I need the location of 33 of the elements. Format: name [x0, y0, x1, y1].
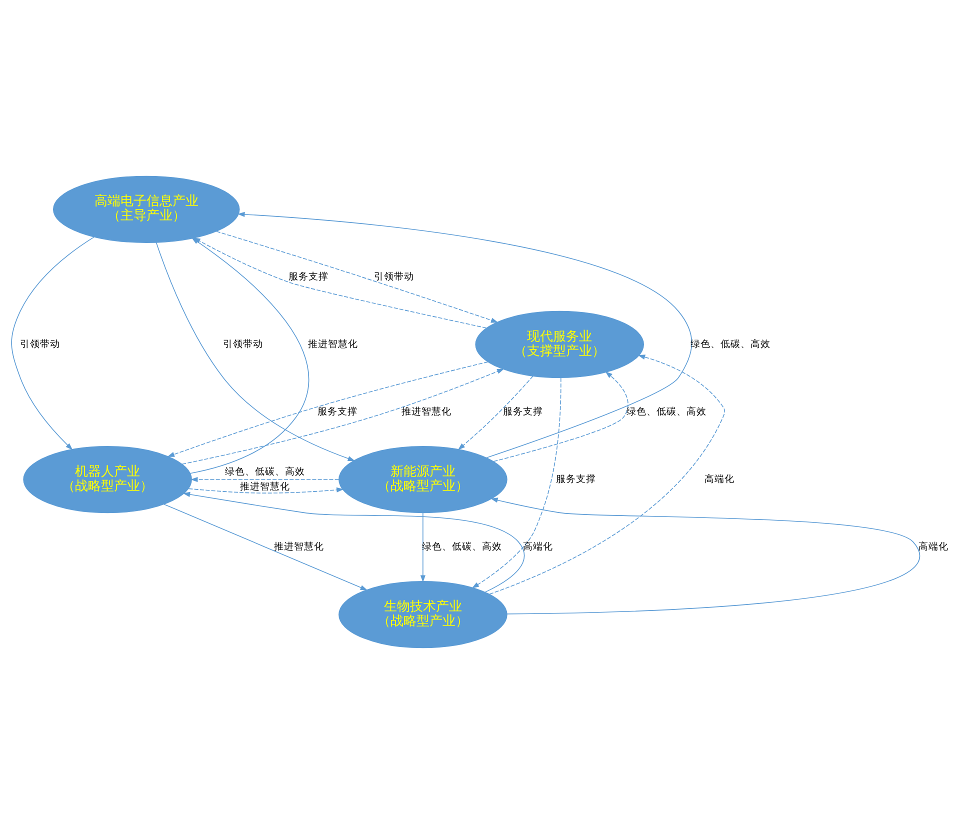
edge-label: 高端化	[704, 474, 734, 485]
arrow	[182, 368, 504, 464]
node-ellipse: 新能源产业 （战略型产业）	[338, 445, 508, 513]
edge-label: 高端化	[523, 541, 554, 552]
edge-label: 绿色、低碳、高效	[626, 406, 707, 418]
edge-label: 服务支撑	[318, 406, 358, 418]
arrow	[458, 375, 534, 450]
arrow	[420, 512, 426, 582]
edge-label: 推进智慧化	[308, 338, 358, 350]
arrow	[493, 370, 628, 462]
edge-label: 高端化	[918, 541, 949, 552]
edge-label: 引领带动	[223, 338, 264, 350]
arrow	[11, 236, 94, 450]
edge-label: 推进智慧化	[402, 406, 452, 418]
edge-label: 服务支撑	[556, 474, 596, 485]
arrow	[156, 242, 356, 460]
arrow	[167, 361, 488, 456]
arrow	[182, 491, 525, 592]
edge-label: 推进智慧化	[240, 481, 290, 492]
arrow	[237, 211, 692, 458]
edge-label: 推进智慧化	[274, 541, 324, 552]
arrow	[472, 376, 562, 588]
arrow	[216, 230, 498, 322]
edge-label: 服务支撑	[288, 270, 329, 282]
edge-label: 引领带动	[20, 338, 60, 350]
edge-label: 引领带动	[374, 270, 414, 282]
arrow	[164, 503, 368, 590]
arrow	[190, 476, 340, 482]
edge-label: 绿色、低碳、高效	[225, 466, 306, 477]
arrow	[188, 486, 344, 493]
arrow	[490, 497, 920, 614]
edge-label: 服务支撑	[502, 406, 543, 418]
arrow	[489, 354, 726, 594]
